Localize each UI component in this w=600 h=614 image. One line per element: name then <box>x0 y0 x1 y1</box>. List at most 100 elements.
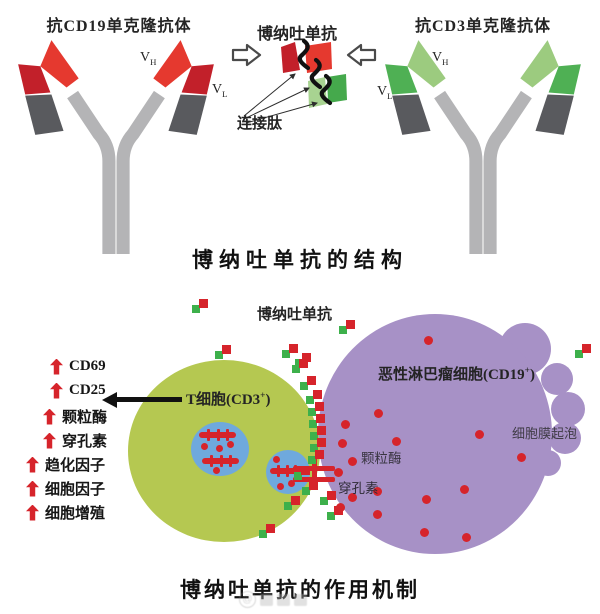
granzyme-dot <box>460 485 469 494</box>
up-arrow-icon <box>26 480 39 497</box>
blinatumomab-molecule <box>310 438 328 453</box>
cd3-binder <box>310 444 318 452</box>
granzyme-dot <box>517 453 526 462</box>
blinatumomab-molecule <box>575 344 593 359</box>
cd19-binder <box>313 390 322 399</box>
blinatumomab-molecule <box>309 414 327 429</box>
malignant-lymphoma-cell <box>318 314 552 554</box>
linker-peptide <box>297 38 311 71</box>
cd3-binder <box>294 472 302 480</box>
mechanism-caption: 博纳吐单抗的作用机制 <box>180 578 420 602</box>
blinatumomab-molecule <box>292 359 310 374</box>
cd19-binder <box>299 359 308 368</box>
upregulated-item: 颗粒酶 <box>43 406 107 427</box>
pointer-line <box>243 87 310 120</box>
perforin-pore <box>312 456 317 488</box>
granule-content <box>199 429 236 441</box>
membrane-bleb <box>549 422 581 454</box>
cd19-binder <box>307 376 316 385</box>
cd3-binder <box>309 420 317 428</box>
up-arrow-icon <box>43 408 56 425</box>
blinatumomab-molecule <box>282 344 300 359</box>
granzyme-dot <box>334 468 343 477</box>
cl-domain <box>25 94 64 135</box>
granzyme-dot <box>338 439 347 448</box>
vh-label: VH <box>432 50 449 67</box>
blinatumomab-molecule <box>308 402 326 417</box>
anti-cd3-antibody-diagram <box>385 40 581 254</box>
granule-dot <box>227 441 234 448</box>
cd19-binder <box>289 344 298 353</box>
blinatumomab-molecule <box>310 426 328 441</box>
cd3-binder <box>327 512 335 520</box>
granule-content <box>270 465 303 477</box>
cd19-binder <box>327 491 336 500</box>
cd3-binder <box>306 396 314 404</box>
upregulated-label: 穿孔素 <box>62 434 108 450</box>
linker-peptide <box>309 57 323 90</box>
upregulated-label: 细胞增殖 <box>45 506 106 522</box>
upregulated-item: 穿孔素 <box>43 430 107 451</box>
linker-peptide-label: 连接肽 <box>237 116 283 132</box>
blinatumomab-scfv-diagram <box>231 38 377 124</box>
vl-label: VL <box>212 82 228 99</box>
upregulated-label: CD25 <box>69 382 106 398</box>
blinatumomab-molecule <box>300 376 318 391</box>
vl-domain <box>548 64 581 95</box>
cd19-binder <box>315 450 324 459</box>
watermark: @ <box>239 591 307 608</box>
granzyme-dot <box>475 430 484 439</box>
granule-dot <box>201 443 208 450</box>
cd3-binder <box>282 350 290 358</box>
granule-dot <box>216 445 223 452</box>
cd3-binder <box>302 487 310 495</box>
cd3-binder <box>320 497 328 505</box>
center-blinatumomab-title: 博纳吐单抗 <box>256 26 337 43</box>
heavy-chain <box>483 90 532 254</box>
upregulated-label: 趋化因子 <box>45 458 106 474</box>
vh-domain <box>153 40 192 88</box>
arrow-right-icon <box>231 43 262 67</box>
granzyme-dot <box>374 409 383 418</box>
membrane-bleb <box>551 392 585 426</box>
upregulated-item: 细胞增殖 <box>26 502 105 523</box>
cd19-binder <box>199 299 208 308</box>
up-arrow-icon <box>50 358 63 375</box>
membrane-bleb <box>541 363 573 395</box>
blinatumomab-molecule <box>302 481 320 496</box>
cd3-binder <box>300 382 308 390</box>
cd19-binder <box>316 414 325 423</box>
scfv-vl-cd19 <box>281 42 300 73</box>
cd3-binder <box>192 305 200 313</box>
cl-domain <box>392 94 431 135</box>
cd3-binder <box>339 326 347 334</box>
pointer-line <box>245 101 318 124</box>
blinatumomab-label: 博纳吐单抗 <box>257 307 333 323</box>
anti-cd19-antibody-diagram <box>18 40 214 254</box>
upregulated-label: 颗粒酶 <box>62 410 108 426</box>
vh-domain <box>520 40 559 88</box>
cd19-binder <box>346 320 355 329</box>
blinatumomab-molecule <box>339 320 357 335</box>
cl-domain <box>535 94 574 135</box>
granzyme-dot <box>420 528 429 537</box>
scfv-vh-cd19 <box>305 42 332 73</box>
cd19-binder <box>317 438 326 447</box>
blinatumomab-molecule <box>259 524 277 539</box>
scfv-vl-cd3 <box>327 74 347 103</box>
cd3-binder <box>575 350 583 358</box>
granzyme-dot <box>341 420 350 429</box>
up-arrow-icon <box>26 456 39 473</box>
cd19-binder <box>301 466 310 475</box>
upregulated-label: 细胞因子 <box>45 482 106 498</box>
cl-domain <box>168 94 207 135</box>
pointer-line <box>243 73 296 117</box>
cd19-binder <box>222 345 231 354</box>
granzyme-dot <box>348 493 357 502</box>
vl-label: VL <box>377 84 393 101</box>
vl-domain <box>181 64 214 95</box>
structure-caption: 博纳吐单抗的结构 <box>192 248 408 272</box>
up-arrow-icon <box>26 504 39 521</box>
blinatumomab-molecule <box>306 390 324 405</box>
